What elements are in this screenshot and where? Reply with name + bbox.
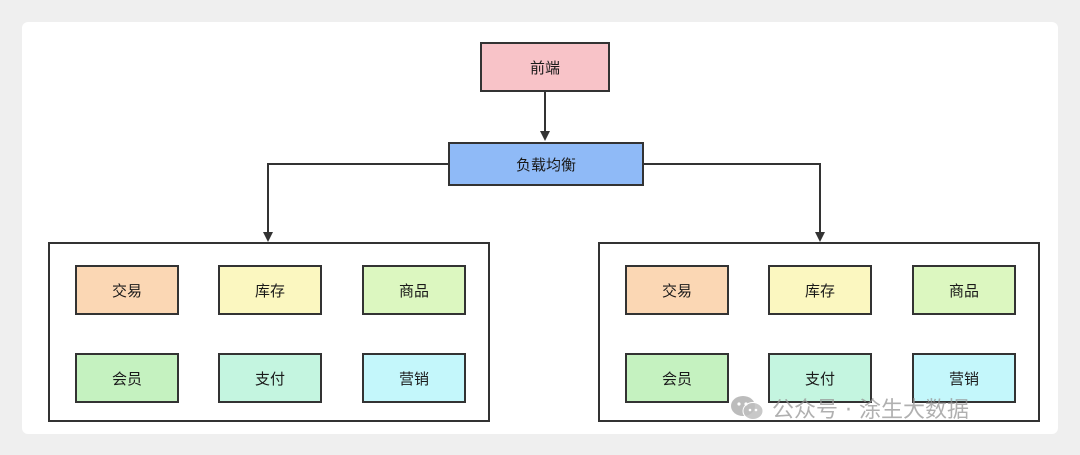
service-node-payment: 支付 [768, 353, 872, 403]
service-node-trade: 交易 [75, 265, 179, 315]
load-balancer-node: 负载均衡 [448, 142, 644, 186]
service-label: 商品 [398, 281, 429, 300]
diagram-canvas: 前端 负载均衡 交易 库存 商品 会员 支付 营销 交易 库存 商品 会员 支付… [22, 22, 1058, 434]
connector-layer [263, 92, 825, 242]
service-label: 支付 [254, 369, 285, 388]
wechat-icon [731, 396, 764, 420]
service-node-marketing: 营销 [362, 353, 466, 403]
service-node-member: 会员 [75, 353, 179, 403]
edge-lb-to-cluster-left [263, 163, 448, 242]
service-label: 会员 [111, 369, 142, 388]
service-node-product: 商品 [362, 265, 466, 315]
watermark-text: 公众号 · 涂生大数据 [772, 398, 969, 423]
service-label: 商品 [948, 281, 979, 300]
service-node-inventory: 库存 [218, 265, 322, 315]
service-node-member: 会员 [625, 353, 729, 403]
service-label: 交易 [661, 281, 692, 300]
frontend-label: 前端 [529, 58, 560, 77]
service-node-marketing: 营销 [912, 353, 1016, 403]
frontend-node: 前端 [480, 42, 610, 92]
service-label: 支付 [804, 369, 835, 388]
service-node-inventory: 库存 [768, 265, 872, 315]
load-balancer-label: 负载均衡 [515, 155, 576, 174]
service-label: 营销 [398, 369, 429, 388]
edge-lb-to-cluster-right [644, 163, 825, 242]
service-label: 营销 [948, 369, 979, 388]
service-node-trade: 交易 [625, 265, 729, 315]
service-node-product: 商品 [912, 265, 1016, 315]
service-node-payment: 支付 [218, 353, 322, 403]
service-label: 会员 [661, 369, 692, 388]
service-label: 交易 [111, 281, 142, 300]
service-label: 库存 [804, 281, 835, 300]
service-cluster-right: 交易 库存 商品 会员 支付 营销 [598, 242, 1040, 422]
service-label: 库存 [254, 281, 285, 300]
watermark: 公众号 · 涂生大数据 [730, 392, 969, 424]
service-cluster-left: 交易 库存 商品 会员 支付 营销 [48, 242, 490, 422]
